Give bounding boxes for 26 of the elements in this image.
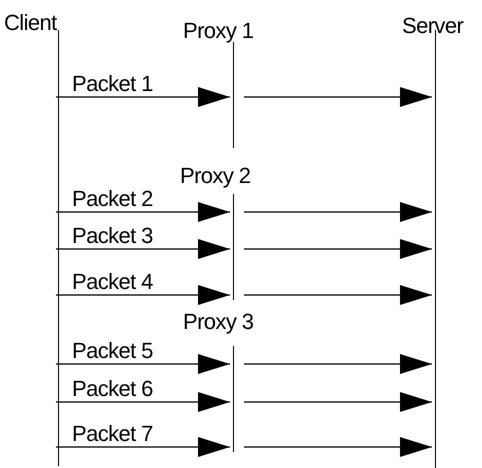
arrow (244, 239, 432, 259)
lifeline-label: Proxy 1 (183, 19, 254, 43)
arrow (56, 392, 230, 412)
lifeline-label: Client (4, 11, 57, 35)
arrow (56, 239, 230, 259)
lifeline-label: Server (402, 14, 464, 38)
arrow (56, 285, 230, 305)
arrow (56, 87, 230, 107)
arrow (244, 285, 432, 305)
edge-label: Packet 7 (72, 422, 153, 446)
edge-label: Packet 1 (72, 72, 153, 96)
arrow (56, 437, 230, 457)
arrow (56, 354, 230, 374)
arrow (244, 202, 432, 222)
arrow (56, 202, 230, 222)
lifeline-label: Proxy 2 (180, 164, 250, 188)
arrow (244, 437, 432, 457)
edge-label: Packet 3 (72, 224, 153, 248)
edge-label: Packet 4 (72, 270, 153, 294)
arrow (244, 392, 432, 412)
arrow (244, 87, 432, 107)
arrow (244, 354, 432, 374)
lifeline-label: Proxy 3 (183, 310, 254, 334)
edge-label: Packet 6 (72, 377, 153, 401)
edge-label: Packet 2 (72, 187, 153, 211)
edge-label: Packet 5 (72, 339, 153, 363)
